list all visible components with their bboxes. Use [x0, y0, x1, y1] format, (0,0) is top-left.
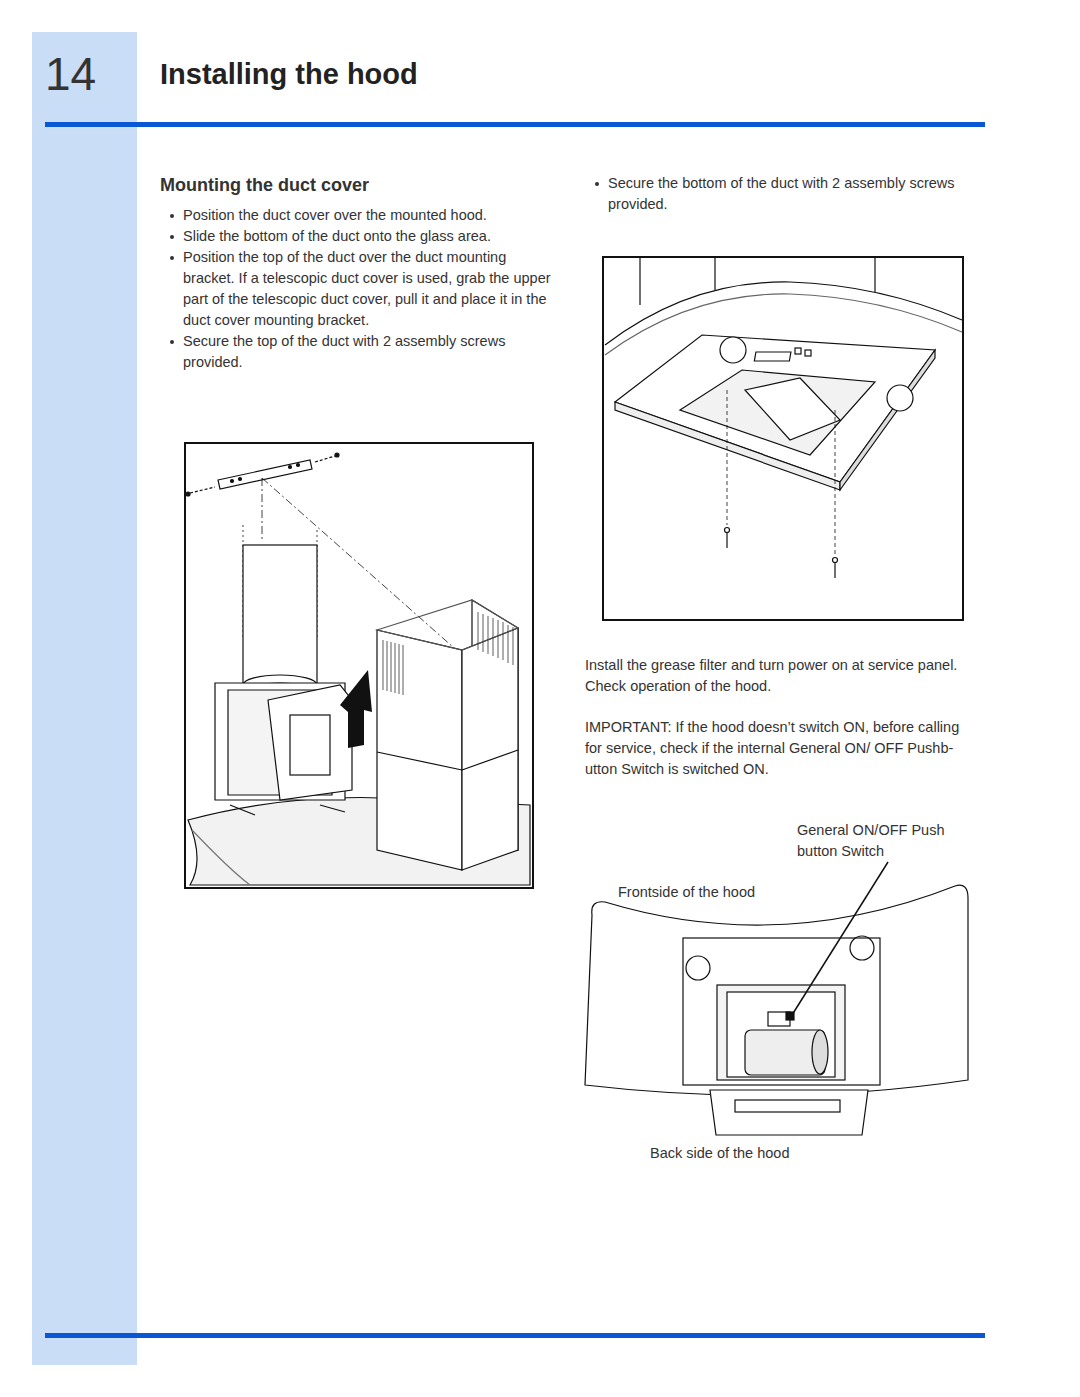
- bullet-dot: [170, 256, 174, 260]
- page-title: Installing the hood: [160, 56, 418, 92]
- important-note: IMPORTANT: If the hood doesn’t switch ON…: [585, 717, 977, 780]
- page-number: 14: [45, 48, 135, 100]
- bullet-dot: [595, 182, 599, 186]
- hood-front-figure: [585, 862, 968, 1135]
- instruction-bullet-item: Slide the bottom of the duct onto the gl…: [183, 226, 551, 247]
- instruction-bullet: Slide the bottom of the duct onto the gl…: [183, 226, 551, 247]
- bullet-dot: [170, 340, 174, 344]
- section-heading: Mounting the duct cover: [160, 173, 550, 197]
- instruction-bullet: Position the duct cover over the mounted…: [183, 205, 551, 226]
- instruction-bullet-item: Position the top of the duct over the du…: [183, 247, 551, 331]
- callout-label: General ON/OFF Push button Switch: [797, 820, 962, 862]
- instruction-bullet: Position the top of the duct over the du…: [183, 247, 551, 331]
- leader-line: [792, 862, 888, 1015]
- header-rule: [45, 122, 985, 127]
- instruction-note-item: Install the grease filter and turn power…: [585, 655, 977, 697]
- callout-label: Frontside of the hood: [618, 882, 818, 903]
- bullet-dot: [170, 235, 174, 239]
- page-number-item: 14: [45, 48, 135, 100]
- instruction-bullet-item: Position the duct cover over the mounted…: [183, 205, 551, 226]
- instruction-note: Install the grease filter and turn power…: [585, 655, 977, 697]
- important-note-item: IMPORTANT: If the hood doesn’t switch ON…: [585, 717, 977, 780]
- footer-rule: [45, 1333, 985, 1338]
- callout-label-item: Back side of the hood: [650, 1143, 850, 1164]
- instruction-bullet: Secure the bottom of the duct with 2 ass…: [608, 173, 978, 215]
- callout-label-item: General ON/OFF Push button Switch: [797, 820, 962, 862]
- side-band: [32, 32, 137, 1365]
- hood-underside-figure: [603, 257, 963, 620]
- instruction-bullet: Secure the top of the duct with 2 assemb…: [183, 331, 551, 373]
- duct-cover-figure: [185, 443, 533, 888]
- bullet-dot: [170, 214, 174, 218]
- instruction-bullet-item: Secure the bottom of the duct with 2 ass…: [608, 173, 978, 215]
- callout-label-item: Frontside of the hood: [618, 882, 818, 903]
- callout-label: Back side of the hood: [650, 1143, 850, 1164]
- instruction-bullet-item: Secure the top of the duct with 2 assemb…: [183, 331, 551, 373]
- section-heading-item: Mounting the duct cover: [160, 173, 550, 197]
